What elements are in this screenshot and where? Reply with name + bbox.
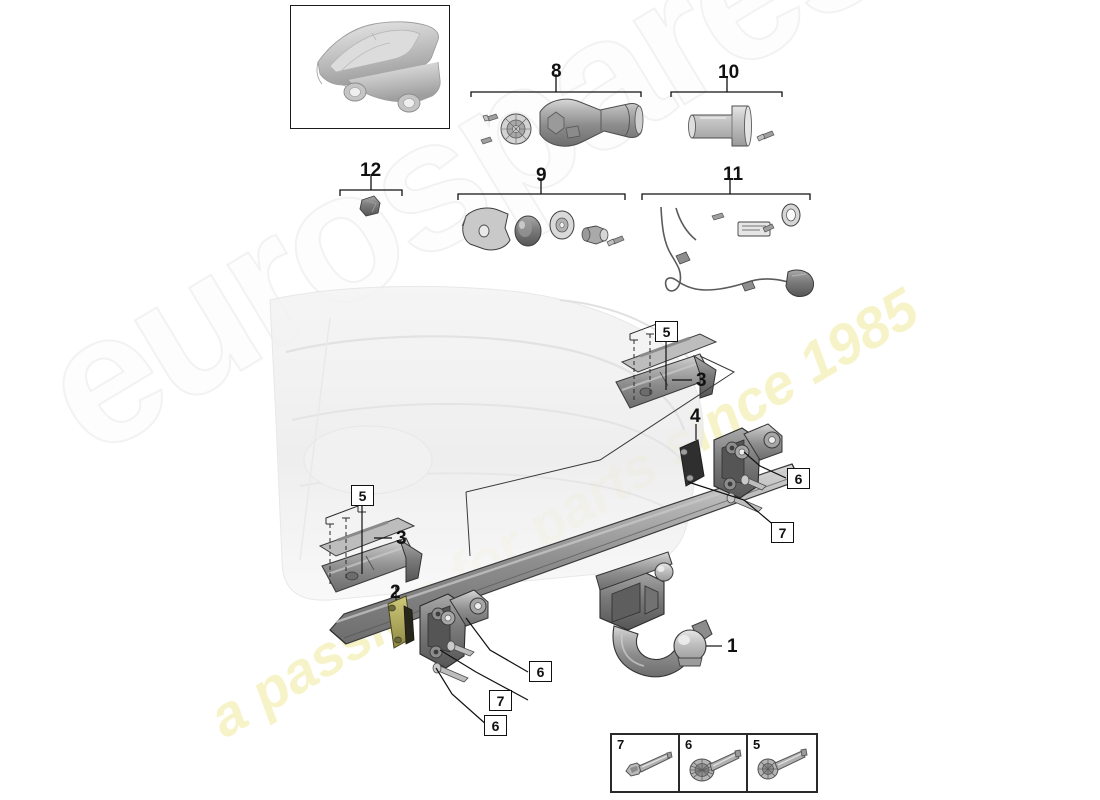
hardware-legend: 7 6 bbox=[610, 733, 818, 793]
bracket-11 bbox=[641, 178, 811, 200]
group-label-9: 9 bbox=[536, 165, 547, 186]
callout-label-3-right: 3 bbox=[696, 370, 707, 391]
part-8-housing bbox=[539, 98, 644, 147]
bracket-12 bbox=[339, 174, 403, 196]
part-10-sleeve bbox=[688, 105, 752, 147]
tow-ball-arm bbox=[612, 619, 713, 678]
group-label-11: 11 bbox=[723, 164, 744, 185]
group-label-10: 10 bbox=[718, 62, 740, 83]
callout-box-6-left-upper: 6 bbox=[529, 661, 552, 682]
callout-box-5-left: 5 bbox=[351, 485, 374, 506]
left-side-arm bbox=[321, 537, 423, 593]
part-8-bolt-lower bbox=[480, 136, 493, 145]
callout-box-7-right: 7 bbox=[771, 522, 794, 543]
left-shim-plate bbox=[318, 517, 416, 557]
part-11-connector-a bbox=[675, 251, 691, 265]
tow-ball bbox=[673, 629, 707, 667]
part-9-bracket-plate bbox=[461, 207, 511, 251]
part-9-bolt bbox=[606, 235, 625, 247]
right-end-plate bbox=[679, 439, 705, 487]
part-9-washer-disc bbox=[549, 210, 575, 240]
callout-box-6-left-lower: 6 bbox=[484, 715, 507, 736]
legend-cell-7: 7 bbox=[612, 735, 680, 791]
group-label-8: 8 bbox=[551, 61, 562, 82]
legend-cell-5: 5 bbox=[748, 735, 816, 791]
bracket-10 bbox=[670, 76, 783, 97]
legend-number-5: 5 bbox=[753, 737, 761, 752]
mounting-reference-outline bbox=[465, 355, 736, 557]
part-9-bush bbox=[581, 225, 609, 245]
right-pivot-bolt-hardware bbox=[740, 474, 767, 491]
bolt-flange-short-icon bbox=[757, 748, 808, 780]
bolt-flange-serrated-icon bbox=[689, 749, 742, 782]
part-11-bolt-a bbox=[711, 212, 725, 221]
bolt-hex-long-icon bbox=[625, 751, 673, 777]
part-9-dome-cap bbox=[514, 215, 542, 247]
part-8-gasket-ring bbox=[500, 113, 532, 145]
callout-box-6-right: 6 bbox=[787, 468, 810, 489]
left-pivot-bolt-hardware bbox=[446, 640, 475, 657]
part-12-clip bbox=[359, 195, 381, 217]
part-11-grommet-ring bbox=[781, 203, 801, 227]
right-shim-plate bbox=[620, 333, 718, 373]
callout-label-4: 4 bbox=[690, 406, 701, 427]
part-11-bolt-b bbox=[762, 223, 775, 233]
callout-box-5-right: 5 bbox=[655, 321, 678, 342]
ball-mount-block bbox=[595, 551, 673, 631]
part-11-label-tag bbox=[737, 221, 771, 237]
tube-locator-stud bbox=[654, 562, 674, 582]
legend-cell-6: 6 bbox=[680, 735, 748, 791]
callout-box-7-left: 7 bbox=[489, 690, 512, 711]
bracket-9 bbox=[457, 178, 626, 200]
part-11-control-module bbox=[785, 269, 815, 297]
group-label-12: 12 bbox=[360, 160, 382, 181]
legend-number-7: 7 bbox=[617, 737, 625, 752]
bracket-8 bbox=[470, 74, 642, 97]
legend-number-6: 6 bbox=[685, 737, 693, 752]
part-8-bolt-upper bbox=[482, 113, 499, 122]
part-10-bolt bbox=[756, 130, 775, 142]
left-lower-bolt-hardware bbox=[432, 662, 469, 683]
callout-label-3-left: 3 bbox=[396, 528, 407, 549]
left-end-plate bbox=[387, 595, 415, 649]
callout-label-2: 2 bbox=[390, 582, 401, 603]
part-11-connector-b bbox=[741, 280, 756, 292]
callout-label-1: 1 bbox=[727, 636, 738, 657]
